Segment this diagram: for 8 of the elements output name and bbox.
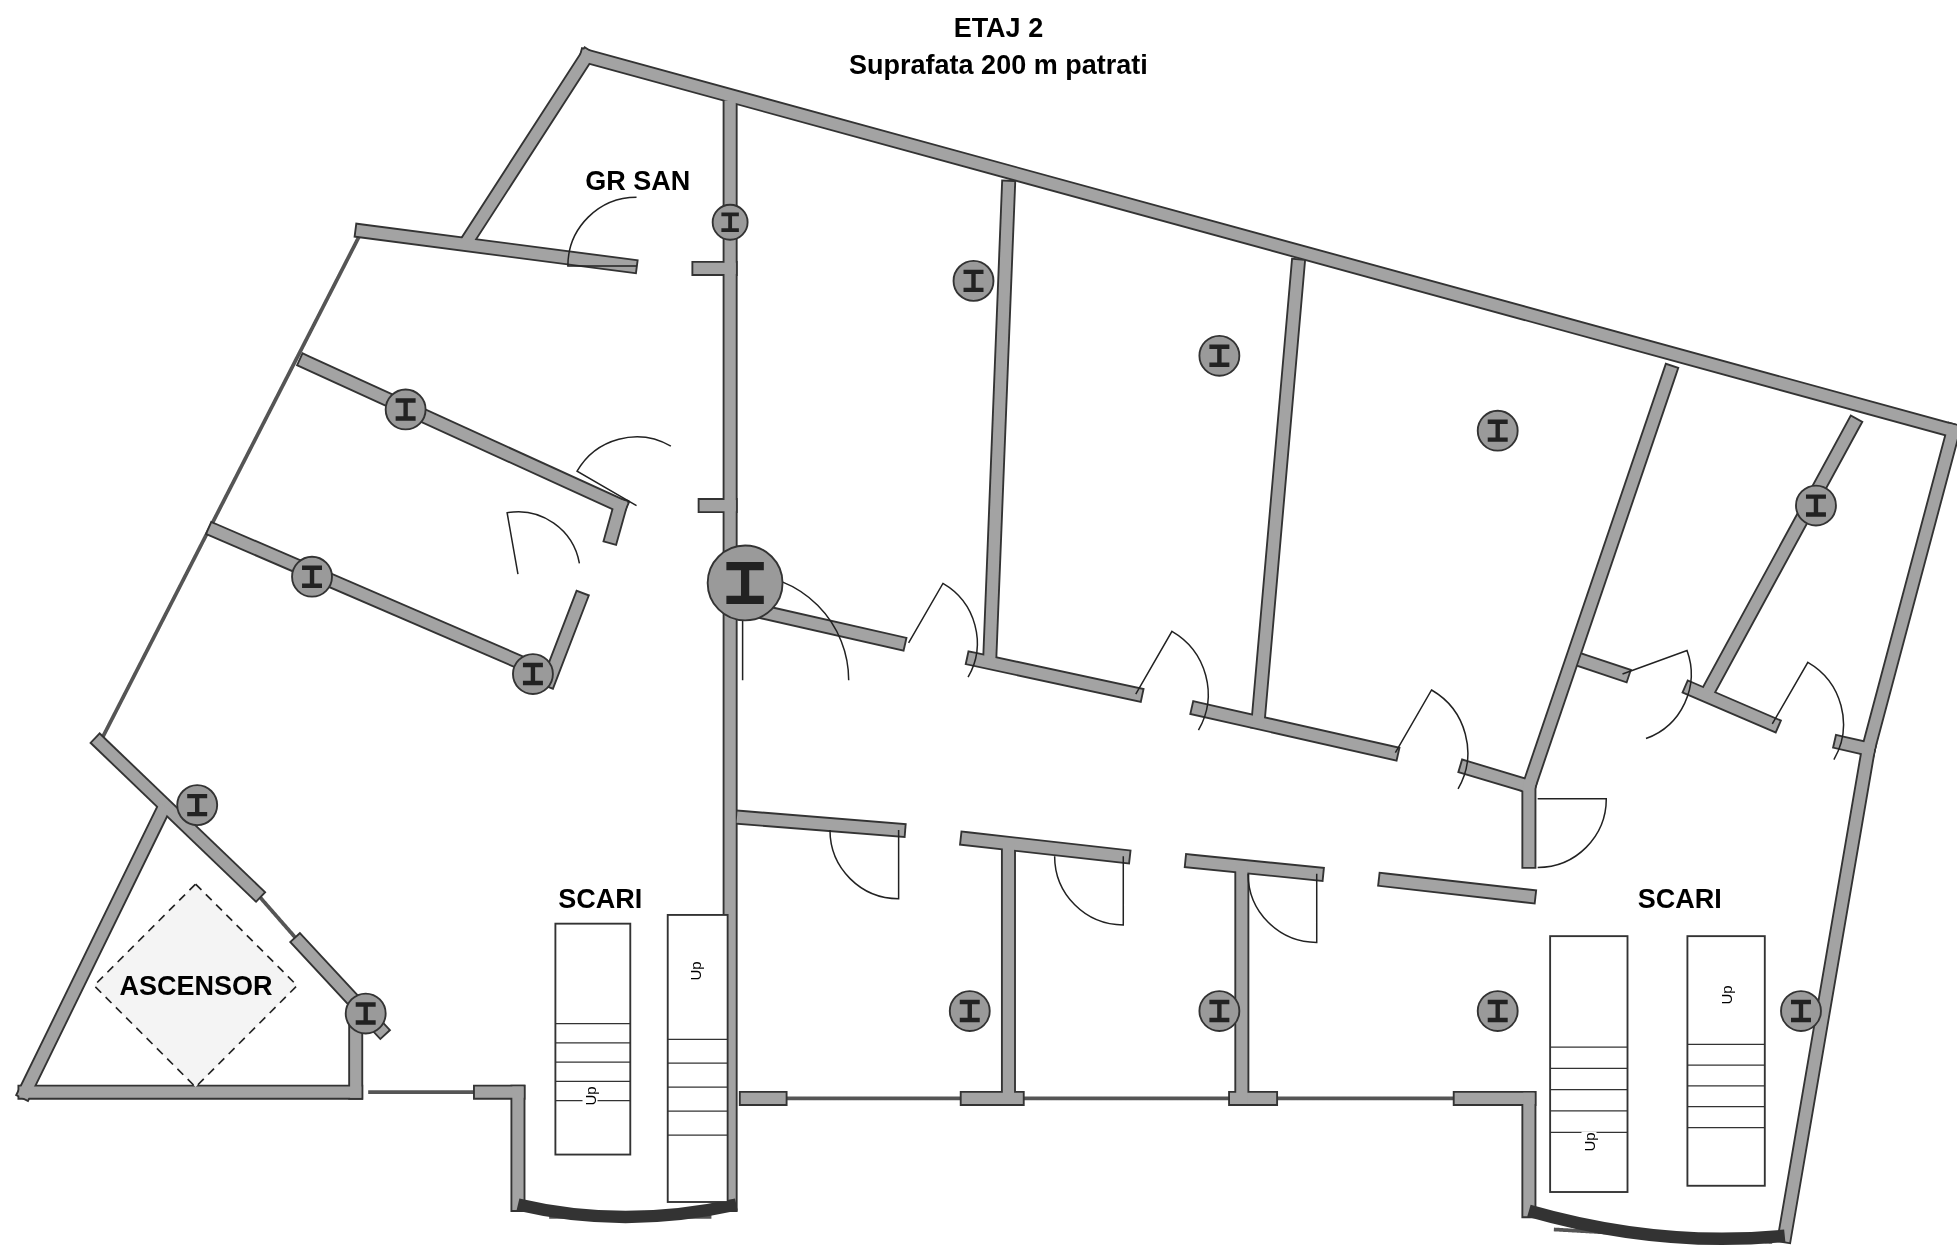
room-label: SCARI — [1637, 882, 1722, 916]
room-label: SCARI — [558, 882, 643, 916]
plan-subtitle: Suprafata 200 m patrati — [849, 48, 1148, 82]
direction-label: Up — [1581, 1131, 1597, 1153]
room-label: ASCENSOR — [119, 969, 273, 1003]
plan-title: ETAJ 2 — [953, 12, 1044, 45]
room-label: GR SAN — [585, 164, 691, 198]
direction-label: Up — [582, 1085, 598, 1107]
